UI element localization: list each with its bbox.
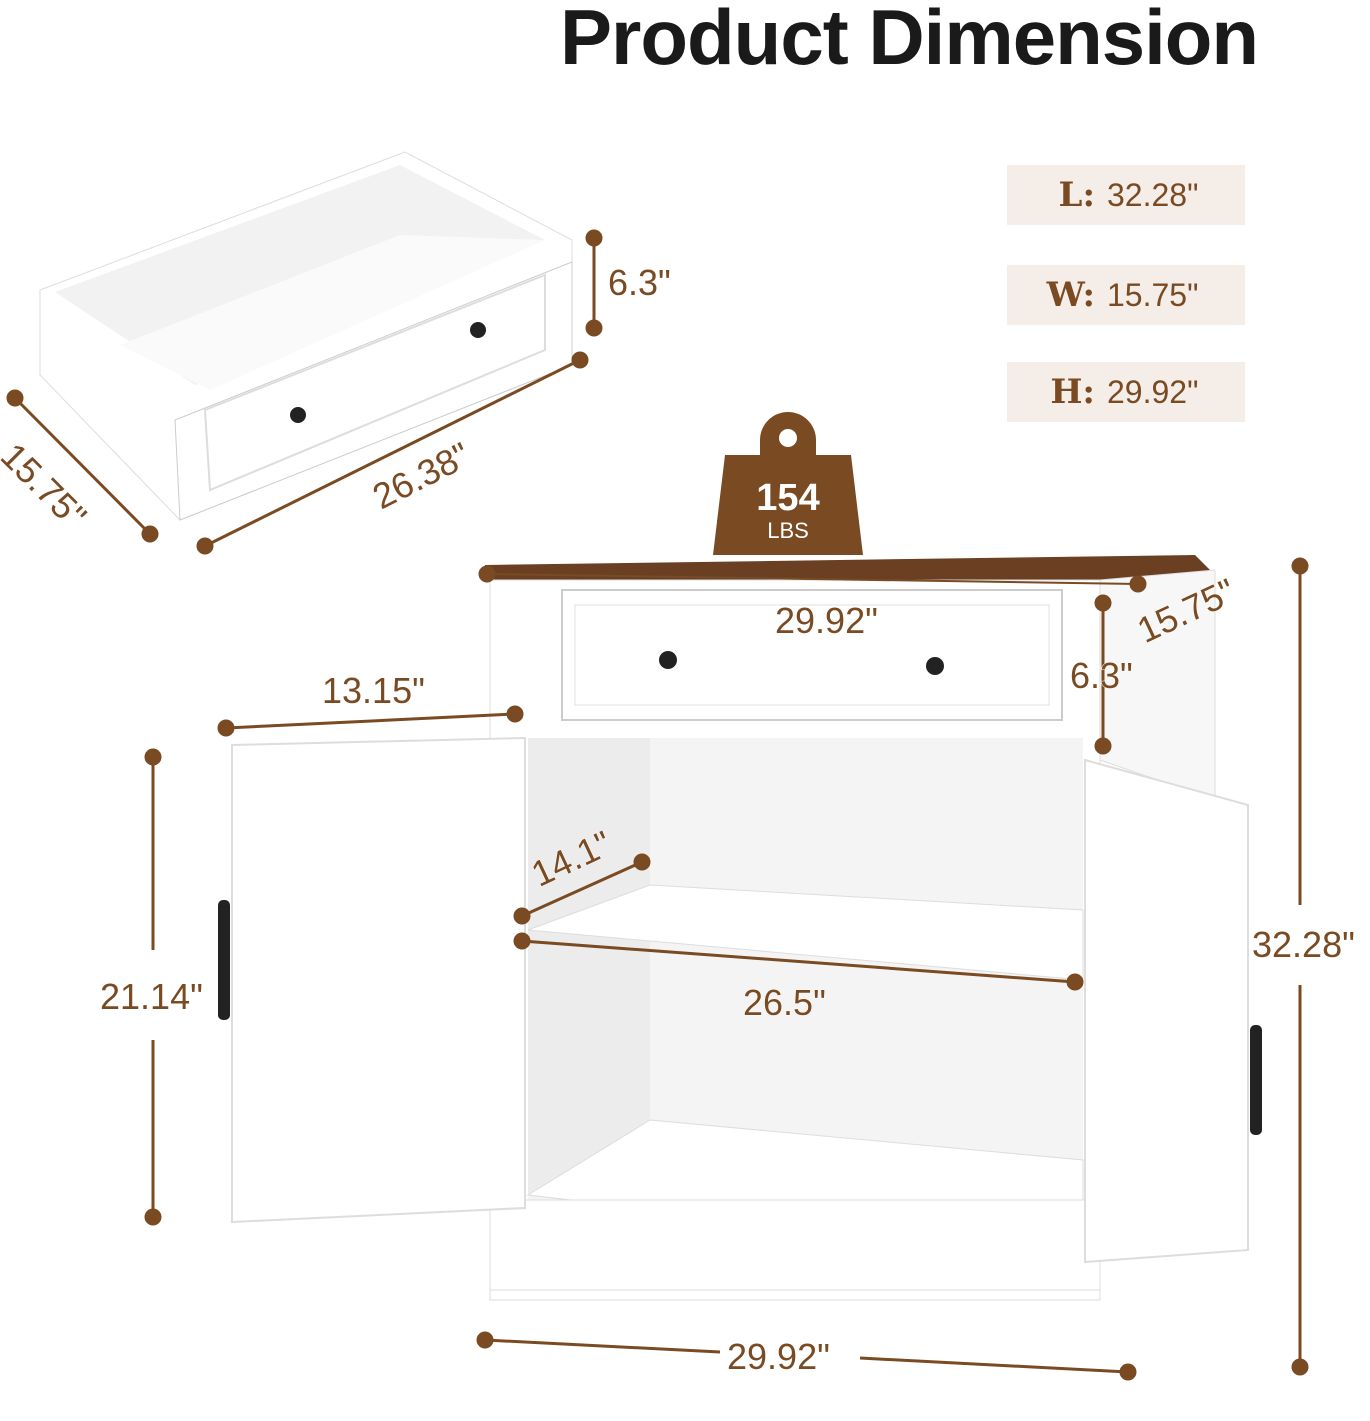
bottom-width-label: 29.92"	[727, 1336, 831, 1378]
spec-value: 15.75"	[1107, 276, 1199, 313]
shelf-width-label: 26.5"	[743, 982, 827, 1024]
spec-key: W:	[1046, 275, 1095, 315]
cabinet-drawer-height-label: 6.3"	[1070, 655, 1134, 697]
spec-height: H: 29.92"	[1007, 362, 1245, 422]
spec-width: W: 15.75"	[1007, 265, 1245, 325]
weight-value: 154	[756, 477, 820, 519]
spec-key: H:	[1050, 372, 1095, 412]
cabinet-illustration	[218, 555, 1262, 1301]
spec-value: 32.28"	[1107, 176, 1199, 213]
spec-value: 29.92"	[1107, 373, 1199, 410]
spec-key: L:	[1058, 175, 1095, 215]
weight-icon	[713, 412, 863, 555]
spec-length: L: 32.28"	[1007, 165, 1245, 225]
drawer-height-label: 6.3"	[608, 262, 672, 304]
door-height-label: 21.14"	[100, 976, 204, 1018]
weight-badge: 154 LBS	[722, 415, 854, 560]
weight-unit: LBS	[767, 518, 809, 543]
door-width-label: 13.15"	[322, 670, 426, 712]
total-height-label: 32.28"	[1252, 924, 1356, 966]
drawer-illustration	[39, 151, 573, 521]
page-title: Product Dimension	[560, 0, 1259, 81]
cabinet-top-width-label: 29.92"	[775, 600, 879, 642]
